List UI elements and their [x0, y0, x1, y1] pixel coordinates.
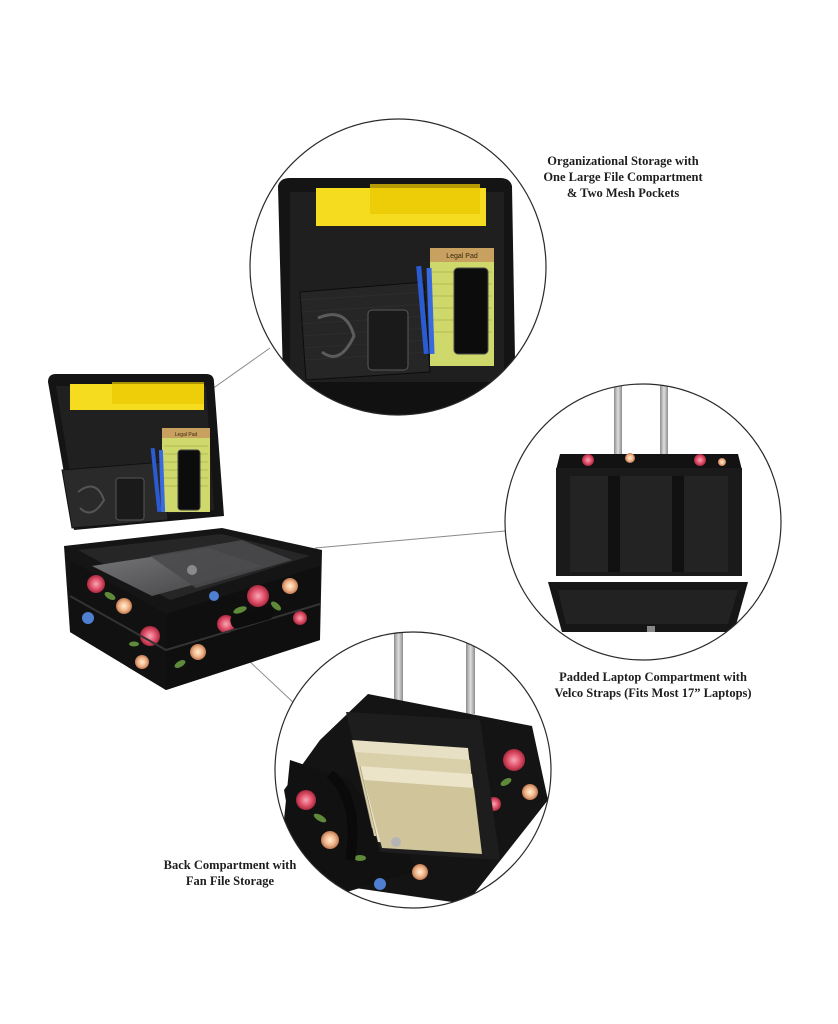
velcro-strap — [608, 476, 620, 572]
zoom-circle-organizer: Legal Pad — [249, 118, 547, 416]
power-bank — [115, 477, 145, 521]
caption-back-line-1: Back Compartment with — [163, 858, 297, 872]
caption-back-line-2: Fan File Storage — [185, 874, 275, 888]
fan-file-folders — [351, 739, 482, 854]
zoom-legal-pad-label: Legal Pad — [446, 253, 478, 260]
caption-back-compartment: Back Compartment with Fan File Storage — [140, 857, 320, 889]
trolley-handle — [614, 384, 622, 454]
guide-lines — [204, 347, 506, 706]
apple-logo-icon — [187, 565, 197, 575]
main-bag: Legal Pad — [48, 374, 322, 690]
charging-cable — [77, 485, 106, 514]
zoom-circle-laptop — [504, 383, 782, 661]
caption-padded-line-1: Padded Laptop Compartment with — [559, 670, 747, 684]
legal-pad-label: Legal Pad — [175, 432, 198, 438]
caption-organizational-line-3: & Two Mesh Pockets — [566, 186, 680, 200]
zoom-circle-back — [274, 631, 552, 909]
pens — [150, 447, 166, 513]
caption-organizational-storage: Organizational Storage with One Large Fi… — [520, 153, 726, 201]
caption-padded-laptop: Padded Laptop Compartment with Velco Str… — [530, 669, 776, 701]
laptops — [92, 540, 292, 596]
caption-padded-line-2: Velco Straps (Fits Most 17” Laptops) — [554, 686, 752, 700]
caption-organizational-line-2: One Large File Compartment — [543, 170, 703, 184]
guide-line-top — [204, 347, 271, 395]
guide-line-bottom — [247, 659, 297, 706]
guide-line-right — [314, 530, 506, 549]
side-handle — [230, 605, 274, 629]
phone — [177, 449, 201, 511]
caption-organizational-line-1: Organizational Storage with — [547, 154, 699, 168]
